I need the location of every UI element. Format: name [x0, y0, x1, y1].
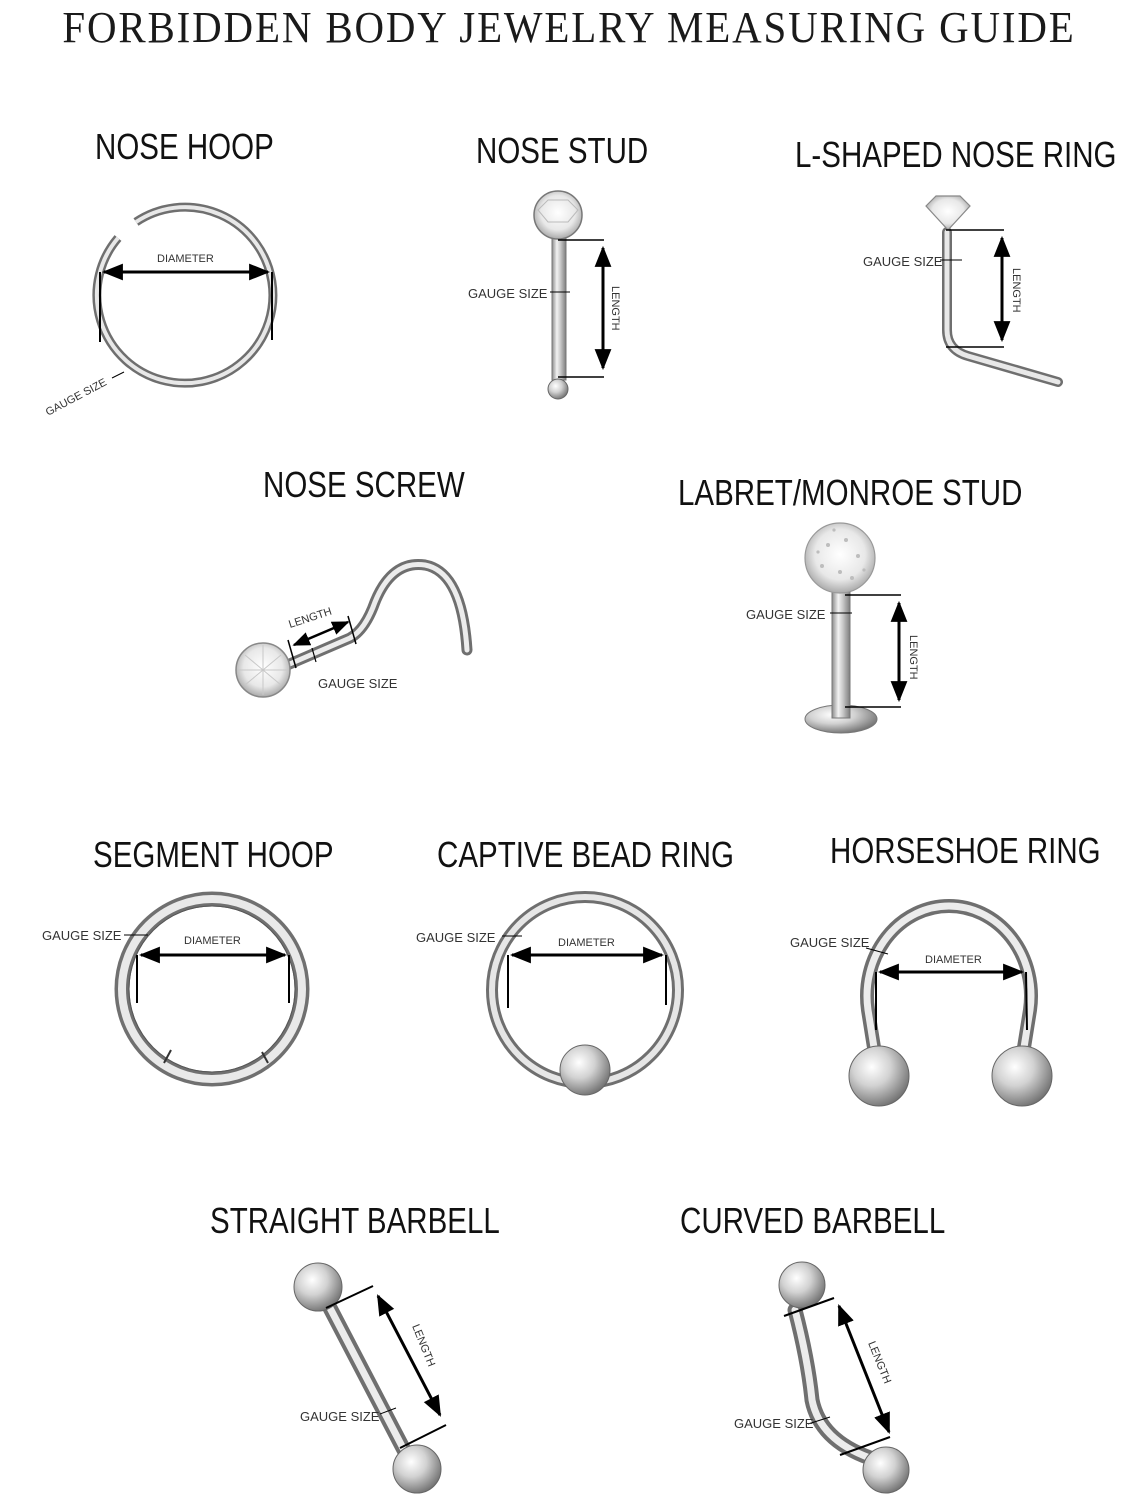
nose-screw-illustration: LENGTH GAUGE SIZE [235, 558, 473, 698]
gauge-label: GAUGE SIZE [863, 254, 943, 269]
labret-illustration: LENGTH GAUGE SIZE [746, 522, 919, 734]
length-label: LENGTH [1010, 268, 1022, 313]
gauge-label: GAUGE SIZE [300, 1409, 380, 1424]
horseshoe-illustration: DIAMETER GAUGE SIZE [790, 898, 1053, 1107]
gauge-label: GAUGE SIZE [318, 676, 398, 691]
item-title: LABRET/MONROE STUD [678, 472, 1023, 513]
item-title: SEGMENT HOOP [93, 834, 334, 875]
gauge-label: GAUGE SIZE [734, 1416, 814, 1431]
item-title: L-SHAPED NOSE RING [795, 134, 1117, 175]
item-title: HORSESHOE RING [830, 830, 1101, 871]
gauge-label: GAUGE SIZE [468, 286, 548, 301]
gauge-label: GAUGE SIZE [746, 607, 826, 622]
item-title: NOSE HOOP [95, 126, 274, 167]
page-title: FORBIDDEN BODY JEWELRY MEASURING GUIDE [62, 3, 1076, 52]
nose-stud-illustration: LENGTH GAUGE SIZE [468, 190, 621, 400]
l-shaped-illustration: LENGTH GAUGE SIZE [863, 195, 1063, 387]
length-label: LENGTH [609, 286, 621, 331]
item-title: NOSE STUD [476, 130, 649, 171]
captive-bead-illustration: DIAMETER GAUGE SIZE [416, 891, 684, 1096]
straight-barbell-illustration: LENGTH GAUGE SIZE [293, 1262, 447, 1494]
length-label: LENGTH [907, 635, 919, 680]
gauge-label: GAUGE SIZE [42, 928, 122, 943]
gauge-label: GAUGE SIZE [790, 935, 870, 950]
gauge-label: GAUGE SIZE [416, 930, 496, 945]
item-title: STRAIGHT BARBELL [210, 1200, 500, 1241]
nose-hoop-illustration: DIAMETER GAUGE SIZE [44, 202, 278, 419]
item-title: NOSE SCREW [263, 464, 465, 505]
diameter-label: DIAMETER [558, 937, 615, 949]
diameter-label: DIAMETER [157, 253, 214, 265]
segment-hoop-illustration: DIAMETER GAUGE SIZE [42, 891, 310, 1087]
item-title: CAPTIVE BEAD RING [437, 834, 734, 875]
item-title: CURVED BARBELL [680, 1200, 946, 1241]
diameter-label: DIAMETER [925, 954, 982, 966]
diameter-label: DIAMETER [184, 935, 241, 947]
